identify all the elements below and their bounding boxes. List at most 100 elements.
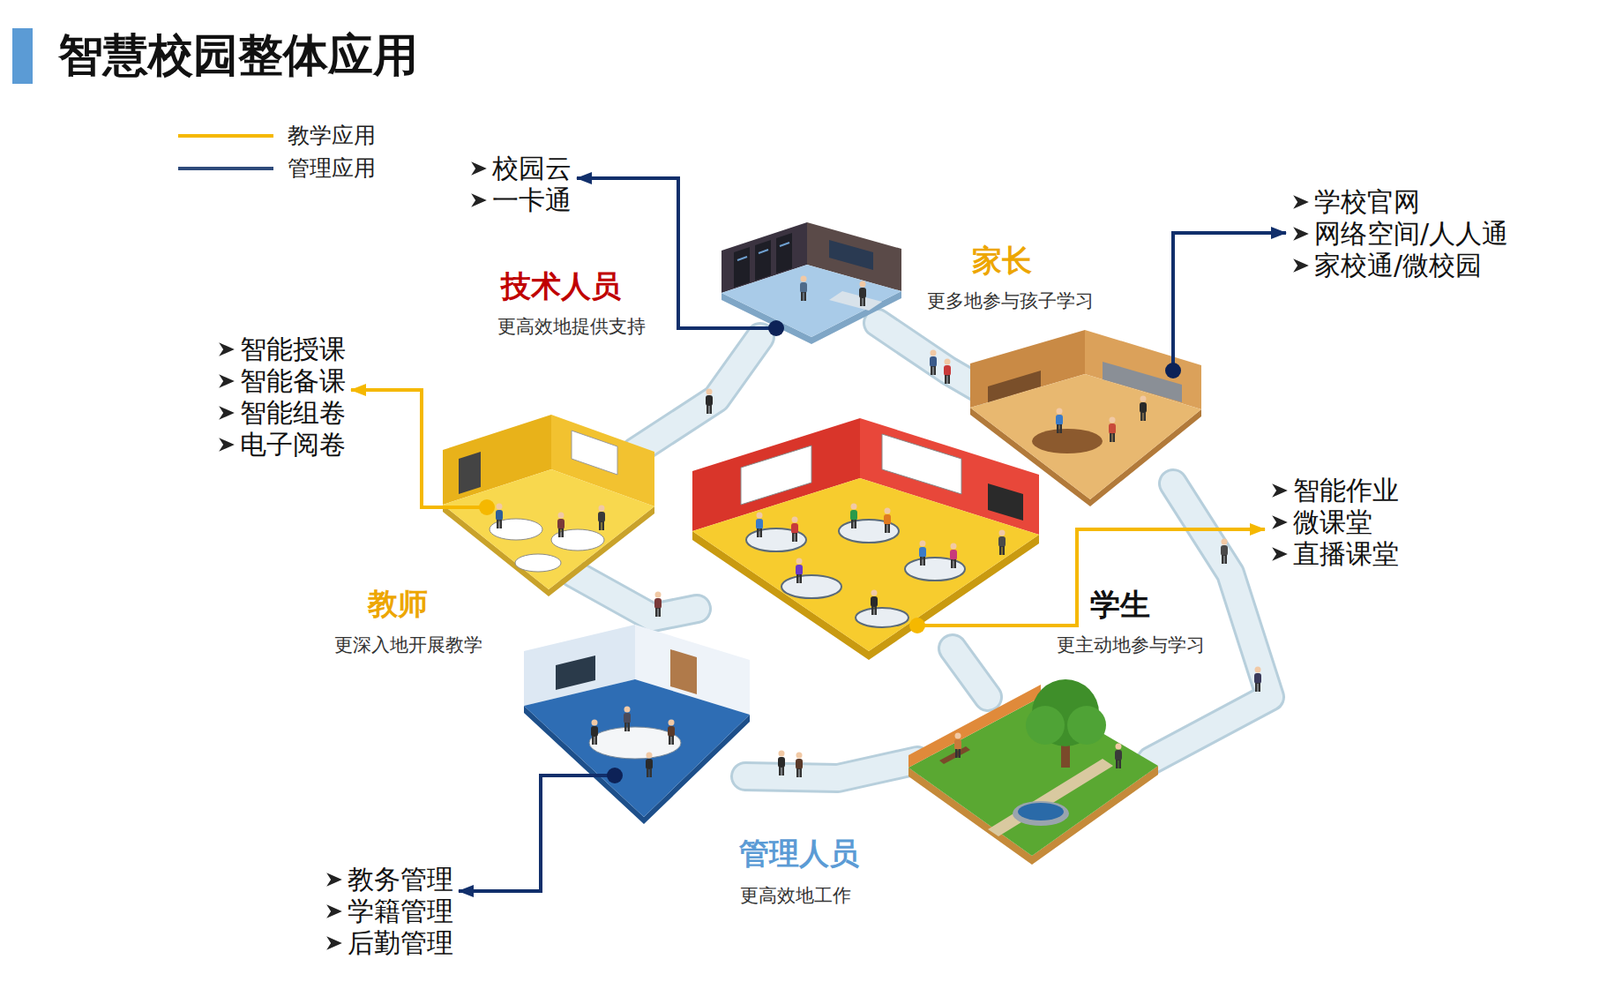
classroom	[883, 508, 891, 534]
item-list: 学校官网网络空间/人人通家校通/微校园	[1285, 182, 1514, 285]
anchor-dot	[768, 320, 785, 337]
list-item: 学校官网	[1314, 186, 1421, 218]
office-room	[495, 503, 503, 530]
role-subtitle: 更高效地工作	[740, 884, 852, 907]
classroom	[850, 503, 858, 530]
park	[954, 732, 962, 759]
walkway	[573, 573, 697, 618]
list-row: 智能备课	[216, 365, 346, 397]
list-item: 一卡通	[492, 184, 572, 217]
list-row: 网络空间/人人通	[1291, 217, 1509, 250]
classroom	[998, 530, 1006, 556]
role-heading: 教师	[367, 585, 428, 622]
server-room	[859, 281, 867, 307]
meeting-room	[623, 706, 631, 733]
bullet-arrow	[324, 901, 344, 921]
anchor-dot	[478, 499, 495, 516]
person-figure	[705, 388, 713, 415]
bullet-arrow	[326, 935, 343, 950]
role-zone: 管理人员更高效地工作	[614, 657, 750, 817]
walkway	[635, 336, 761, 452]
list-item: 教务管理	[347, 863, 454, 896]
person-figure	[1220, 538, 1228, 565]
anchor-dot	[909, 617, 926, 634]
list-row: 一卡通	[469, 184, 572, 217]
list-item: 电子阅卷	[239, 428, 346, 461]
list-item: 家校通/微校园	[1314, 249, 1482, 282]
home-room	[1108, 417, 1116, 443]
connector-arrow	[1173, 232, 1286, 371]
classroom	[855, 607, 909, 628]
meeting-room	[590, 719, 599, 746]
bullet-arrow	[216, 371, 237, 391]
server-room	[800, 276, 808, 302]
role-heading: 技术人员	[500, 268, 621, 305]
bullet-arrow	[1270, 480, 1290, 501]
role-zone: 技术人员更高效地提供支持	[776, 224, 900, 336]
connector-arrow	[458, 775, 615, 891]
classroom	[755, 512, 763, 539]
list-row: 智能作业	[1270, 474, 1399, 507]
bullet-arrow	[1291, 192, 1311, 212]
office-room	[557, 512, 565, 539]
bullet-arrow	[218, 405, 235, 419]
bullet-arrow	[1293, 226, 1309, 240]
office-room	[571, 430, 618, 475]
item-list: 智能作业微课堂直播课堂	[1264, 471, 1405, 574]
classroom	[740, 445, 812, 505]
role-zone: 教师更深入地开展教学	[486, 414, 655, 590]
bullet-arrow	[1271, 515, 1288, 529]
bullet-arrow	[469, 158, 489, 179]
classroom	[870, 590, 878, 616]
classroom	[791, 516, 799, 543]
park	[1025, 705, 1065, 745]
park	[908, 679, 1159, 865]
bullet-arrow	[1270, 512, 1290, 532]
classroom	[781, 575, 842, 599]
list-row: 智能授课	[216, 333, 346, 366]
bullet-arrow	[218, 342, 235, 356]
person-figure	[1254, 666, 1262, 693]
list-item: 后勤管理	[347, 927, 454, 959]
classroom	[692, 418, 1040, 660]
list-item: 网络空间/人人通	[1314, 217, 1509, 250]
item-list: 教务管理学籍管理后勤管理	[319, 859, 459, 963]
bullet-arrow	[326, 904, 343, 918]
bullet-arrow	[1270, 544, 1290, 564]
bullet-arrow	[1291, 255, 1311, 276]
bullet-arrow	[1293, 194, 1309, 209]
title-bar	[12, 28, 33, 84]
connector-arrow	[576, 178, 777, 329]
park	[1114, 743, 1122, 770]
office-room	[458, 451, 481, 494]
bullet-arrow	[218, 373, 235, 388]
classroom	[882, 433, 962, 494]
server-room	[829, 239, 874, 270]
legend-line	[178, 135, 274, 169]
meeting-room	[645, 752, 653, 778]
role-zone: 家长更多地参与孩子学习	[979, 370, 1200, 494]
list-item: 智能备课	[239, 365, 346, 397]
meeting-room	[667, 719, 675, 746]
list-row: 电子阅卷	[216, 428, 346, 461]
meeting-room	[555, 655, 596, 690]
anchor-dot	[1165, 362, 1182, 379]
bullet-arrow	[324, 933, 344, 953]
person-figure	[929, 350, 937, 376]
list-item: 智能组卷	[239, 396, 346, 429]
park	[1017, 802, 1064, 821]
home-room	[1139, 396, 1147, 422]
list-row: 直播课堂	[1270, 538, 1399, 570]
bullet-arrow	[218, 437, 235, 451]
office-room	[515, 553, 561, 572]
list-row: 学校官网	[1291, 186, 1509, 218]
bullet-arrow	[326, 872, 343, 886]
bullet-arrow	[1293, 258, 1309, 272]
server-room	[721, 222, 902, 344]
meeting-room	[523, 679, 750, 817]
legend-line	[178, 166, 274, 171]
role-subtitle: 更高效地提供支持	[497, 315, 646, 338]
home-room	[1031, 428, 1103, 454]
list-row: 后勤管理	[324, 927, 454, 959]
server-room	[733, 246, 750, 288]
